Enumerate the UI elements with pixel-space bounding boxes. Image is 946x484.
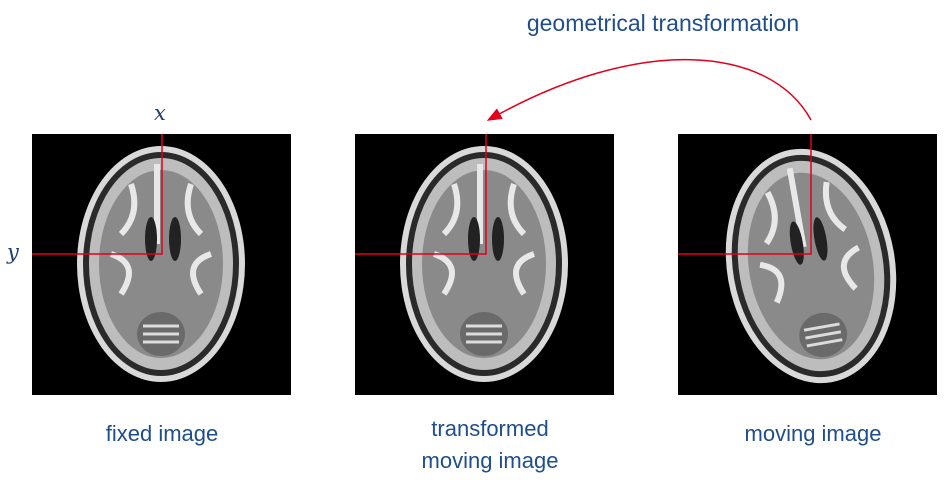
fixed-brain-image — [77, 146, 245, 382]
transformed-image-caption-line1: transformed — [431, 416, 549, 441]
fixed-image-panel — [32, 134, 291, 395]
transformed-image-caption-line2: moving image — [421, 448, 559, 473]
transformed-brain-image — [400, 146, 568, 382]
x-axis-label: x — [154, 101, 166, 125]
transformation-arrow — [486, 59, 812, 121]
transformed-image-panel — [355, 134, 614, 395]
moving-image-caption: moving image — [744, 421, 882, 446]
moving-brain-image — [725, 148, 897, 384]
fixed-image-caption: fixed image — [105, 421, 219, 446]
transformation-title: geometrical transformation — [526, 10, 800, 36]
moving-image-panel — [678, 134, 937, 395]
y-axis-label: y — [7, 240, 19, 264]
